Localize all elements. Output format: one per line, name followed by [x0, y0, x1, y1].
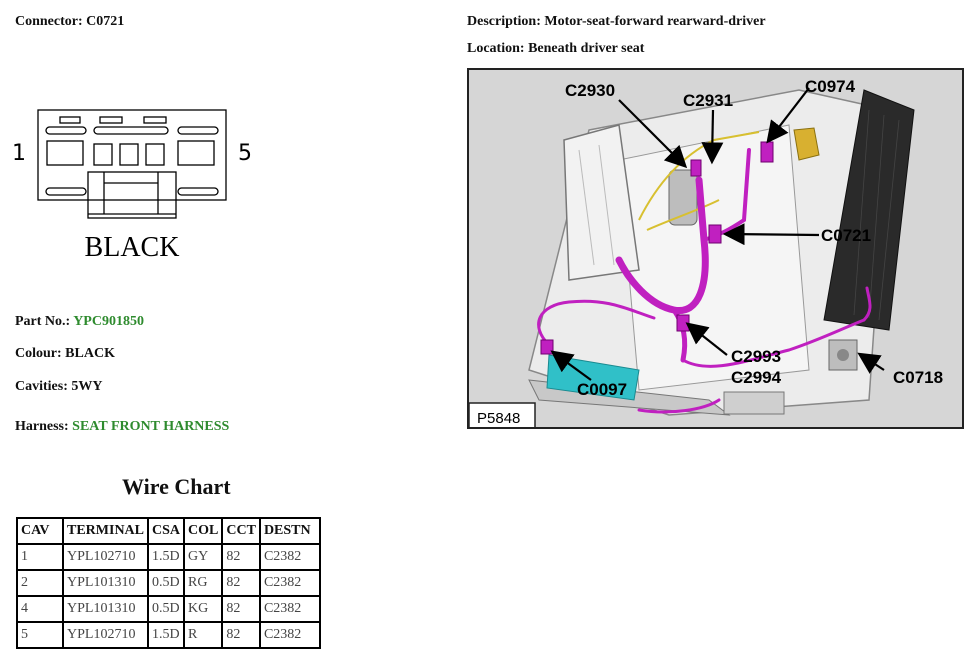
- table-row: 4 YPL101310 0.5D KG 82 C2382: [16, 595, 321, 623]
- cavities-line: Cavities: 5WY: [15, 379, 103, 395]
- location-photo: C2930 C2931 C0974 C0721 C2993 C2994 C009…: [467, 68, 964, 429]
- harness-label: Harness:: [15, 419, 69, 434]
- part-no-value: YPC901850: [73, 314, 144, 329]
- cell-destn: C2382: [258, 543, 321, 571]
- harness-line: Harness: SEAT FRONT HARNESS: [15, 419, 229, 435]
- cell-cct: 82: [221, 621, 261, 649]
- cell-col: GY: [183, 543, 224, 571]
- callout-c0974: C0974: [805, 77, 856, 96]
- header-cav: CAV: [16, 517, 64, 545]
- cell-csa: 1.5D: [147, 543, 186, 571]
- table-row: 2 YPL101310 0.5D RG 82 C2382: [16, 569, 321, 597]
- header-destn: DESTN: [258, 517, 321, 545]
- harness-value: SEAT FRONT HARNESS: [72, 419, 230, 434]
- header-col: COL: [183, 517, 224, 545]
- table-row: 1 YPL102710 1.5D GY 82 C2382: [16, 543, 321, 571]
- cell-csa: 1.5D: [147, 621, 186, 649]
- description-label: Description:: [467, 14, 541, 29]
- callout-c2994: C2994: [731, 368, 782, 387]
- callout-c0718: C0718: [893, 368, 943, 387]
- wire-chart-table: CAV TERMINAL CSA COL CCT DESTN 1 YPL1027…: [16, 517, 321, 649]
- location-value: Beneath driver seat: [528, 41, 645, 56]
- callout-c2930: C2930: [565, 81, 615, 100]
- part-no-line: Part No.: YPC901850: [15, 314, 144, 330]
- cell-col: KG: [183, 595, 224, 623]
- connector-id: C0721: [86, 14, 125, 29]
- seat-underside-illustration: C2930 C2931 C0974 C0721 C2993 C2994 C009…: [469, 70, 962, 427]
- cell-terminal: YPL102710: [61, 621, 150, 649]
- cavities-label: Cavities:: [15, 379, 68, 394]
- cell-terminal: YPL102710: [61, 543, 150, 571]
- header-cct: CCT: [221, 517, 261, 545]
- connector-label: Connector:: [15, 14, 83, 29]
- cell-terminal: YPL101310: [61, 569, 150, 597]
- cell-csa: 0.5D: [147, 569, 186, 597]
- callout-c0721: C0721: [821, 226, 871, 245]
- description-value: Motor-seat-forward rearward-driver: [544, 14, 766, 29]
- callout-c2931: C2931: [683, 91, 733, 110]
- cell-cav: 5: [16, 621, 64, 649]
- description-line: Description: Motor-seat-forward rearward…: [467, 14, 766, 30]
- cell-cav: 4: [16, 595, 64, 623]
- location-label: Location:: [467, 41, 525, 56]
- cell-cct: 82: [221, 543, 261, 571]
- part-no-label: Part No.:: [15, 314, 71, 329]
- cell-cct: 82: [221, 595, 261, 623]
- cavities-value: 5WY: [71, 379, 103, 394]
- header-csa: CSA: [147, 517, 186, 545]
- cell-csa: 0.5D: [147, 595, 186, 623]
- location-line: Location: Beneath driver seat: [467, 41, 644, 57]
- cell-cav: 2: [16, 569, 64, 597]
- wire-chart-title: Wire Chart: [122, 474, 231, 499]
- colour-value: BLACK: [65, 346, 115, 361]
- cell-destn: C2382: [258, 569, 321, 597]
- cell-terminal: YPL101310: [61, 595, 150, 623]
- cell-col: R: [183, 621, 224, 649]
- connector-colour-caption: BLACK: [85, 232, 180, 263]
- cell-destn: C2382: [258, 595, 321, 623]
- pin-5-label: 5: [238, 141, 252, 166]
- cell-destn: C2382: [258, 621, 321, 649]
- cell-cct: 82: [221, 569, 261, 597]
- table-row: 5 YPL102710 1.5D R 82 C2382: [16, 621, 321, 649]
- callout-c0097: C0097: [577, 380, 627, 399]
- picture-number: P5848: [477, 410, 520, 427]
- wire-chart-header-row: CAV TERMINAL CSA COL CCT DESTN: [16, 517, 321, 545]
- connector-heading: Connector: C0721: [15, 14, 124, 30]
- cell-col: RG: [183, 569, 224, 597]
- colour-label: Colour:: [15, 346, 62, 361]
- connector-face-diagram: 1 5 BLACK: [12, 109, 252, 263]
- callout-c2993: C2993: [731, 347, 781, 366]
- pin-1-label: 1: [12, 141, 26, 166]
- cell-cav: 1: [16, 543, 64, 571]
- header-terminal: TERMINAL: [61, 517, 150, 545]
- colour-line: Colour: BLACK: [15, 346, 115, 362]
